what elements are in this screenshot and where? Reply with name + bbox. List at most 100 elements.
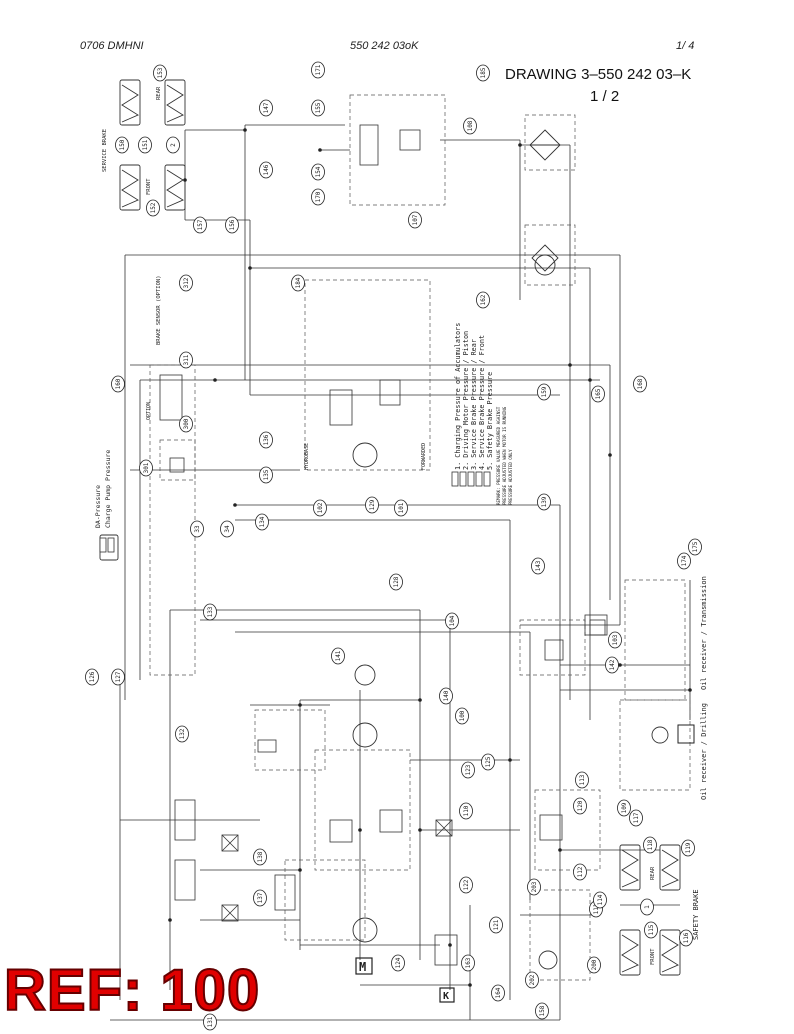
callout-103: 103 bbox=[608, 631, 622, 649]
accumulator-safety-rear bbox=[619, 844, 681, 891]
callout-175: 175 bbox=[688, 538, 702, 556]
callout-number: 116 bbox=[683, 932, 690, 943]
callout-number: 301 bbox=[143, 462, 150, 473]
callout-number: 111 bbox=[593, 903, 600, 914]
callout-133: 133 bbox=[203, 603, 217, 621]
callout-184: 184 bbox=[291, 274, 305, 292]
directional-valve-b bbox=[379, 379, 401, 406]
callout-123: 123 bbox=[461, 761, 475, 779]
callout-113: 113 bbox=[575, 771, 589, 789]
callout-101: 101 bbox=[394, 499, 408, 517]
callout-number: 107 bbox=[412, 214, 419, 225]
legend-item-1: 1. Charging Pressure of Accumulators bbox=[454, 323, 462, 470]
callout-312: 312 bbox=[179, 274, 193, 292]
callout-number: 162 bbox=[480, 294, 487, 305]
callout-number: 34 bbox=[224, 525, 231, 533]
callout-number: 164 bbox=[495, 987, 502, 998]
callout-number: 139 bbox=[541, 496, 548, 507]
callout-151: 151 bbox=[138, 136, 152, 154]
restrictor-group bbox=[221, 614, 608, 922]
callout-number: 158 bbox=[539, 1005, 546, 1016]
auxiliary-pump bbox=[538, 950, 558, 970]
callout-number: 150 bbox=[119, 139, 126, 150]
callout-127: 127 bbox=[111, 668, 125, 686]
callout-174: 174 bbox=[677, 552, 691, 570]
callout-number: 142 bbox=[609, 659, 616, 670]
callout-129: 129 bbox=[365, 496, 379, 514]
callout-138: 138 bbox=[253, 848, 267, 866]
callout-112: 112 bbox=[573, 863, 587, 881]
drilling-pump bbox=[651, 726, 669, 744]
callout-125: 125 bbox=[481, 753, 495, 771]
callout-number: 119 bbox=[685, 842, 692, 853]
callout-number: 123 bbox=[465, 764, 472, 775]
callout-311: 311 bbox=[179, 351, 193, 369]
pull-function-valve bbox=[434, 934, 458, 966]
callout-100: 100 bbox=[455, 707, 469, 725]
callout-number: 200 bbox=[591, 959, 598, 970]
callout-158: 158 bbox=[535, 1002, 549, 1020]
callout-number: 33 bbox=[194, 525, 201, 533]
callout-number: 155 bbox=[315, 102, 322, 113]
callout-122: 122 bbox=[459, 876, 473, 894]
label-rear-top: REAR bbox=[156, 86, 162, 100]
legend-item-2: 2. Driving Motor Pressure / Piston bbox=[462, 331, 470, 470]
cooler-element bbox=[531, 244, 559, 272]
option-valve bbox=[169, 457, 185, 473]
electric-boxes: M K bbox=[355, 724, 695, 1003]
motor-m-label: M bbox=[359, 960, 366, 974]
charge-pump bbox=[354, 664, 376, 686]
callout-number: 128 bbox=[393, 576, 400, 587]
callout-number: 154 bbox=[315, 166, 322, 177]
callout-number: 108 bbox=[467, 120, 474, 131]
callout-150: 150 bbox=[115, 136, 129, 154]
callout-155: 155 bbox=[311, 99, 325, 117]
callout-number: 143 bbox=[535, 560, 542, 571]
callout-number: 112 bbox=[577, 866, 584, 877]
callout-141: 141 bbox=[331, 647, 345, 665]
callout-number: 126 bbox=[89, 671, 96, 682]
callout-120: 120 bbox=[573, 797, 587, 815]
callout-107: 107 bbox=[408, 211, 422, 229]
label-service-brake: SERVICE BRAKE bbox=[102, 129, 108, 172]
callout-number: 312 bbox=[183, 277, 190, 288]
callout-104: 104 bbox=[445, 612, 459, 630]
rotated-labels: SERVICE BRAKE REAR FRONT BRAKE SENSOR (O… bbox=[94, 86, 708, 965]
callout-number: 185 bbox=[480, 67, 487, 78]
callout-number: 203 bbox=[531, 881, 538, 892]
label-front-bottom: FRONT bbox=[650, 948, 656, 965]
label-option: OPTION bbox=[146, 402, 152, 420]
callout-number: 311 bbox=[183, 354, 190, 365]
callout-number: 152 bbox=[150, 202, 157, 213]
callout-number: 137 bbox=[257, 892, 264, 903]
callout-162: 162 bbox=[476, 291, 490, 309]
dashed-enclosures bbox=[149, 94, 691, 981]
accumulator-service-front bbox=[119, 164, 186, 211]
callout-number: 168 bbox=[637, 378, 644, 389]
label-brake-sensor: BRAKE SENSOR (OPTION) bbox=[156, 275, 162, 345]
callout-34: 34 bbox=[220, 520, 234, 538]
control-valve-1 bbox=[174, 799, 196, 841]
callout-2: 2 bbox=[166, 136, 180, 154]
legend-note-2: PRESSURE ADJUSTED WHEN MOTOR IS RUNNING bbox=[502, 406, 507, 505]
callout-126: 126 bbox=[85, 668, 99, 686]
label-safety-brake: SAFETY BRAKE bbox=[692, 889, 700, 940]
accumulator-group bbox=[99, 79, 681, 976]
label-forwarded: FORWARDED bbox=[421, 443, 427, 470]
label-charge-pump: Charge Pump Pressure bbox=[104, 450, 112, 528]
callout-131: 131 bbox=[203, 1013, 217, 1031]
callout-number: 171 bbox=[315, 64, 322, 75]
callout-300: 300 bbox=[179, 415, 193, 433]
callout-171: 171 bbox=[311, 61, 325, 79]
header-part-number: 550 242 03oK bbox=[350, 40, 419, 52]
callout-layer: 1531511501522147146171155154170185108107… bbox=[85, 61, 702, 1031]
drawing-sheet: 1 / 2 bbox=[590, 88, 620, 105]
callout-number: 2 bbox=[170, 143, 177, 147]
legend-item-3: 3. Service Brake Pressure / Rear bbox=[470, 339, 478, 470]
pressure-legend: 1. Charging Pressure of Accumulators 2. … bbox=[454, 323, 513, 505]
callout-159: 159 bbox=[537, 383, 551, 401]
callout-number: 157 bbox=[197, 219, 204, 230]
callout-139: 139 bbox=[537, 493, 551, 511]
brake-control-valve bbox=[539, 814, 563, 841]
